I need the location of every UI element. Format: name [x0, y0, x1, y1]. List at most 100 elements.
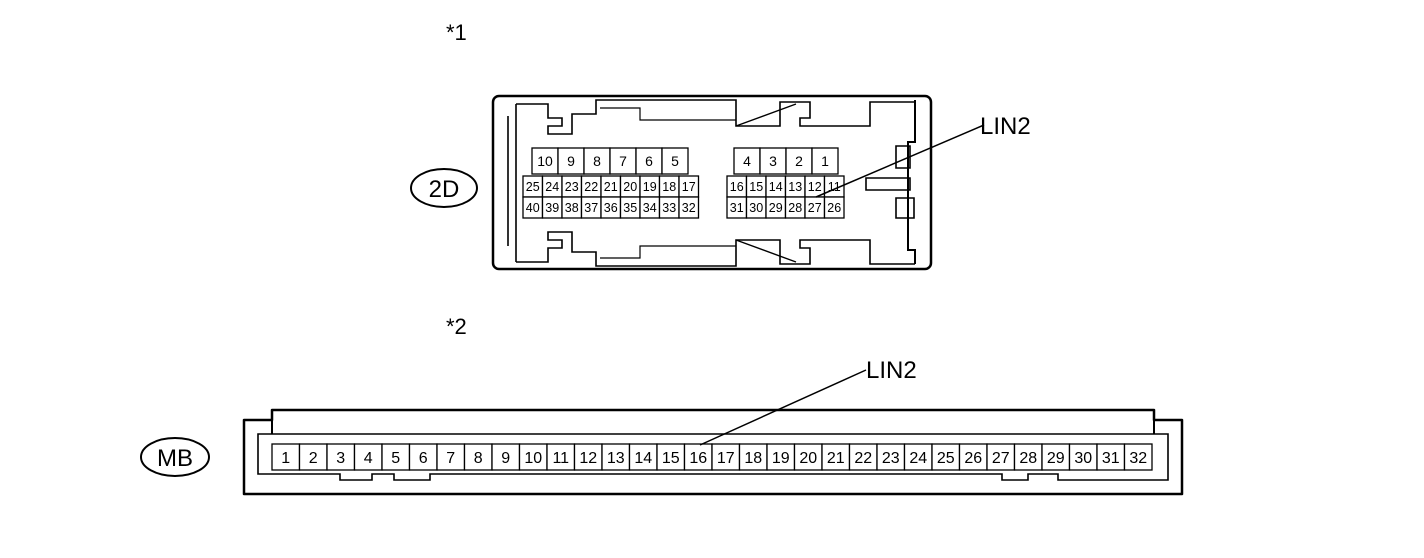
pin-mb-1-box: [271, 443, 301, 471]
pin-2d-4-label: 4: [743, 153, 751, 169]
pin-mb-23-label: 23: [882, 450, 900, 467]
pin-2d-14-label: 14: [769, 180, 783, 194]
pin-2d-31: 31: [726, 196, 748, 219]
pin-mb-16-label: 16: [689, 450, 707, 467]
pin-mb-28-box: [1013, 443, 1043, 471]
pin-2d-8: 8: [583, 147, 611, 175]
pin-2d-17: 17: [678, 175, 700, 198]
pin-mb-5-label: 5: [391, 450, 400, 467]
pin-2d-32-label: 32: [682, 201, 696, 215]
pin-2d-4: 4: [733, 147, 761, 175]
pin-2d-19-label: 19: [643, 180, 657, 194]
pin-mb-13-box: [601, 443, 631, 471]
pin-mb-18: 18: [738, 443, 768, 471]
pin-mb-6: 6: [408, 443, 438, 471]
pin-2d-7-label: 7: [619, 153, 627, 169]
pin-2d-27-label: 27: [808, 201, 822, 215]
pin-mb-20-label: 20: [799, 450, 817, 467]
pin-2d-8-label: 8: [593, 153, 601, 169]
pin-mb-25-label: 25: [937, 450, 955, 467]
pin-2d-22: 22: [580, 175, 602, 198]
pin-mb-30-box: [1068, 443, 1098, 471]
pin-2d-33-label: 33: [662, 201, 676, 215]
pin-2d-27: 27: [804, 196, 826, 219]
pin-2d-31-label: 31: [730, 201, 744, 215]
pin-mb-8: 8: [463, 443, 493, 471]
pin-mb-29: 29: [1041, 443, 1071, 471]
pin-mb-2: 2: [298, 443, 328, 471]
pin-mb-32-box: [1123, 443, 1153, 471]
pin-2d-3-label: 3: [769, 153, 777, 169]
pin-mb-28-label: 28: [1019, 450, 1037, 467]
pin-2d-12-label: 12: [808, 180, 822, 194]
pin-2d-13: 13: [784, 175, 806, 198]
pin-mb-14-label: 14: [634, 450, 652, 467]
pin-mb-5: 5: [381, 443, 411, 471]
pin-2d-6-box: [635, 147, 663, 175]
pin-mb-1-label: 1: [281, 450, 290, 467]
pin-2d-10: 10: [531, 147, 559, 175]
housing-2d: [491, 94, 933, 271]
pin-2d-20: 20: [619, 175, 641, 198]
pin-2d-17-label: 17: [682, 180, 696, 194]
connector-code-2d: 2D: [429, 176, 460, 203]
pin-2d-18: 18: [658, 175, 680, 198]
pin-2d-1: 1: [811, 147, 839, 175]
pin-mb-8-label: 8: [474, 450, 483, 467]
connector-code-mb: MB: [157, 445, 193, 472]
pin-mb-22-box: [848, 443, 878, 471]
pin-2d-26-box: [823, 196, 845, 219]
pin-2d-18-label: 18: [662, 180, 676, 194]
pin-mb-31-label: 31: [1102, 450, 1120, 467]
pin-2d-6: 6: [635, 147, 663, 175]
pin-mb-15-label: 15: [662, 450, 680, 467]
pin-mb-12-box: [573, 443, 603, 471]
pin-mb-18-label: 18: [744, 450, 762, 467]
pin-2d-35: 35: [619, 196, 641, 219]
pin-mb-17-label: 17: [717, 450, 735, 467]
pin-mb-27-label: 27: [992, 450, 1010, 467]
pin-2d-39-label: 39: [545, 201, 559, 215]
housing-2d-lock: [865, 145, 915, 219]
pin-2d-2-label: 2: [795, 153, 803, 169]
pin-2d-15: 15: [745, 175, 767, 198]
pin-mb-14: 14: [628, 443, 658, 471]
pin-2d-2-box: [785, 147, 813, 175]
pin-2d-13-label: 13: [788, 180, 802, 194]
pin-mb-20-box: [793, 443, 823, 471]
pin-2d-23: 23: [561, 175, 583, 198]
connector-code-badge-2d: [410, 168, 478, 208]
pin-2d-39: 39: [541, 196, 563, 219]
pin-2d-40-label: 40: [526, 201, 540, 215]
pin-mb-12-label: 12: [579, 450, 597, 467]
pin-mb-9: 9: [491, 443, 521, 471]
housing-mb-inner: [257, 433, 1169, 481]
pin-mb-23: 23: [876, 443, 906, 471]
housing-2d-bottom-detail: [516, 231, 915, 267]
pin-mb-14-box: [628, 443, 658, 471]
pin-2d-2: 2: [785, 147, 813, 175]
pin-mb-13-label: 13: [607, 450, 625, 467]
pin-mb-19-box: [766, 443, 796, 471]
pin-2d-25: 25: [522, 175, 544, 198]
pin-mb-12: 12: [573, 443, 603, 471]
pin-mb-23-box: [876, 443, 906, 471]
pin-2d-28-label: 28: [788, 201, 802, 215]
pin-mb-6-box: [408, 443, 438, 471]
pin-2d-8-box: [583, 147, 611, 175]
pin-mb-16: 16: [683, 443, 713, 471]
pin-mb-22-label: 22: [854, 450, 872, 467]
pin-2d-20-label: 20: [623, 180, 637, 194]
pin-2d-1-label: 1: [821, 153, 829, 169]
pin-mb-24-label: 24: [909, 450, 927, 467]
pin-2d-40: 40: [522, 196, 544, 219]
pin-mb-3-box: [326, 443, 356, 471]
pin-mb-1: 1: [271, 443, 301, 471]
pin-mb-17: 17: [711, 443, 741, 471]
pin-2d-6-label: 6: [645, 153, 653, 169]
pin-mb-4-label: 4: [364, 450, 373, 467]
connector-code-badge-mb: [140, 437, 210, 477]
pin-2d-32: 32: [678, 196, 700, 219]
pin-2d-23-label: 23: [565, 180, 579, 194]
